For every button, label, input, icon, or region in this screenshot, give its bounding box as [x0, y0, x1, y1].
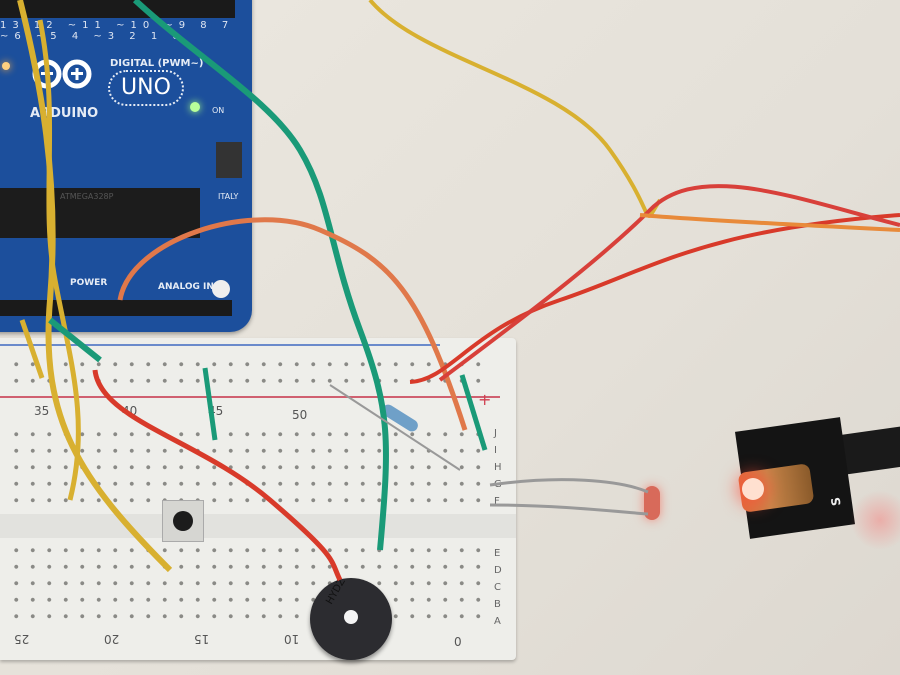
column-number-35: 35 — [34, 404, 50, 418]
row-letter-f: F — [494, 496, 500, 507]
digital-header — [0, 0, 235, 18]
power-rail-holes — [8, 356, 488, 392]
row-letter-b: B — [494, 599, 501, 610]
terminal-holes-top — [8, 426, 488, 510]
orange-wire — [117, 217, 468, 431]
green-wire-bridge — [202, 367, 218, 441]
row-letter-c: C — [494, 582, 501, 593]
uno-label: UNO — [108, 70, 184, 106]
row-letter-h: H — [494, 462, 502, 473]
red-wire-laser-1 — [409, 213, 900, 384]
resistor-legs — [329, 384, 461, 471]
yellow-wire-2 — [37, 19, 81, 501]
digital-pin-numbers: 13 12 ~11 ~10 ~9 8 7 ~6 ~5 4 ~3 2 1 0 — [0, 20, 235, 42]
photoresistor — [644, 486, 660, 520]
ldr-leg-1 — [489, 478, 649, 494]
microcontroller-chip — [0, 188, 200, 238]
row-letter-a: A — [494, 616, 501, 627]
center-channel — [0, 514, 516, 538]
positive-rail-sign: + — [478, 390, 492, 409]
analog-in-label: ANALOG IN — [158, 282, 214, 292]
laser-emitter-glow — [742, 478, 764, 500]
led-l-indicator — [2, 62, 10, 70]
power-label: POWER — [70, 278, 108, 288]
red-rail-line — [0, 396, 500, 398]
mounting-hole — [212, 280, 230, 298]
ldr-leg-2 — [489, 503, 649, 516]
red-wire-laser-2 — [438, 184, 900, 382]
green-wire-short — [48, 317, 102, 363]
row-letter-d: D — [494, 565, 502, 576]
green-wire-main — [132, 0, 389, 551]
push-button — [162, 500, 204, 542]
row-letter-i: I — [494, 445, 497, 456]
blue-rail-line — [0, 344, 440, 346]
piezo-buzzer: HYDZ — [310, 577, 392, 660]
terminal-holes-bottom — [8, 542, 488, 626]
orange-wire-laser — [639, 213, 900, 232]
green-wire-right — [459, 374, 488, 451]
breadboard: 35 40 45 50 + 25 20 15 10 0 J I H G F E … — [0, 338, 516, 660]
on-label: ON — [212, 106, 225, 115]
digital-label: DIGITAL (PWM~) — [110, 58, 204, 69]
yellow-wire-1 — [17, 0, 173, 573]
row-letter-j: J — [494, 428, 497, 439]
column-number-50: 50 — [292, 408, 308, 422]
italy-label: ITALY — [218, 192, 239, 201]
yellow-wire-3 — [19, 319, 45, 379]
icsp-header — [216, 142, 242, 178]
row-letter-e: E — [494, 548, 501, 559]
power-led — [190, 102, 200, 112]
yellow-sensor-wire — [368, 0, 662, 218]
red-wire-buzzer — [92, 369, 343, 582]
red-light-glow — [850, 490, 900, 550]
chip-marking: ATMEGA328P — [60, 192, 114, 201]
